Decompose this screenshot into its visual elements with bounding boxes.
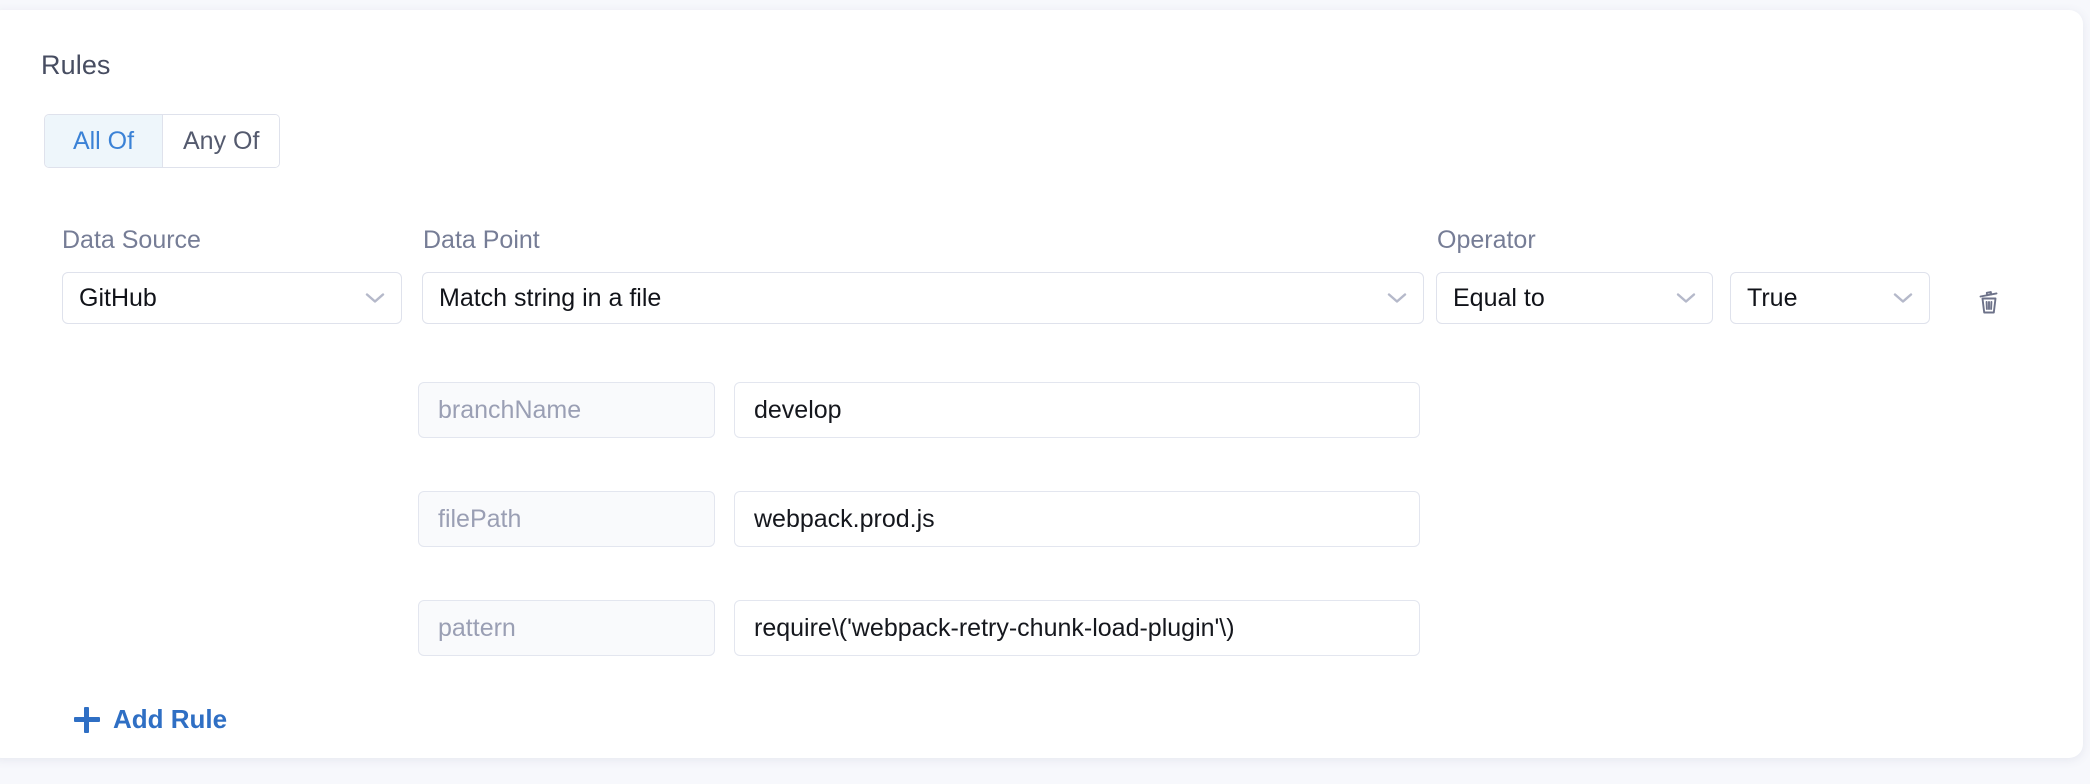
chevron-down-icon bbox=[1387, 292, 1407, 304]
data-point-label: Data Point bbox=[423, 226, 540, 254]
chevron-down-icon bbox=[365, 292, 385, 304]
param-value-field[interactable]: webpack.prod.js bbox=[734, 491, 1420, 547]
data-source-value: GitHub bbox=[79, 285, 157, 311]
data-source-select[interactable]: GitHub bbox=[62, 272, 402, 324]
delete-rule-button[interactable] bbox=[1967, 283, 2011, 323]
add-rule-button[interactable]: Add Rule bbox=[74, 704, 227, 735]
operator-value-text: True bbox=[1747, 285, 1798, 311]
trash-icon bbox=[1972, 285, 2006, 322]
param-key-field[interactable]: branchName bbox=[418, 382, 715, 438]
param-value-field[interactable]: develop bbox=[734, 382, 1420, 438]
add-rule-label: Add Rule bbox=[113, 704, 228, 734]
rules-card: Rules All Of Any Of Data Source Data Poi… bbox=[0, 10, 2083, 758]
operator-select[interactable]: Equal to bbox=[1436, 272, 1713, 324]
plus-icon bbox=[74, 706, 100, 733]
data-source-label: Data Source bbox=[62, 226, 201, 254]
chevron-down-icon bbox=[1893, 292, 1913, 304]
param-value-field[interactable]: require\('webpack-retry-chunk-load-plugi… bbox=[734, 600, 1420, 656]
data-point-value: Match string in a file bbox=[439, 285, 662, 311]
operator-value: Equal to bbox=[1453, 285, 1545, 311]
page-title: Rules bbox=[41, 50, 111, 80]
operator-label: Operator bbox=[1437, 226, 1536, 254]
param-key-field[interactable]: pattern bbox=[418, 600, 715, 656]
match-mode-all-of[interactable]: All Of bbox=[45, 115, 162, 167]
operator-value-select[interactable]: True bbox=[1730, 272, 1930, 324]
chevron-down-icon bbox=[1676, 292, 1696, 304]
match-mode-any-of[interactable]: Any Of bbox=[162, 115, 280, 167]
match-mode-segmented-control[interactable]: All Of Any Of bbox=[44, 114, 281, 168]
param-key-field[interactable]: filePath bbox=[418, 491, 715, 547]
data-point-select[interactable]: Match string in a file bbox=[422, 272, 1424, 324]
